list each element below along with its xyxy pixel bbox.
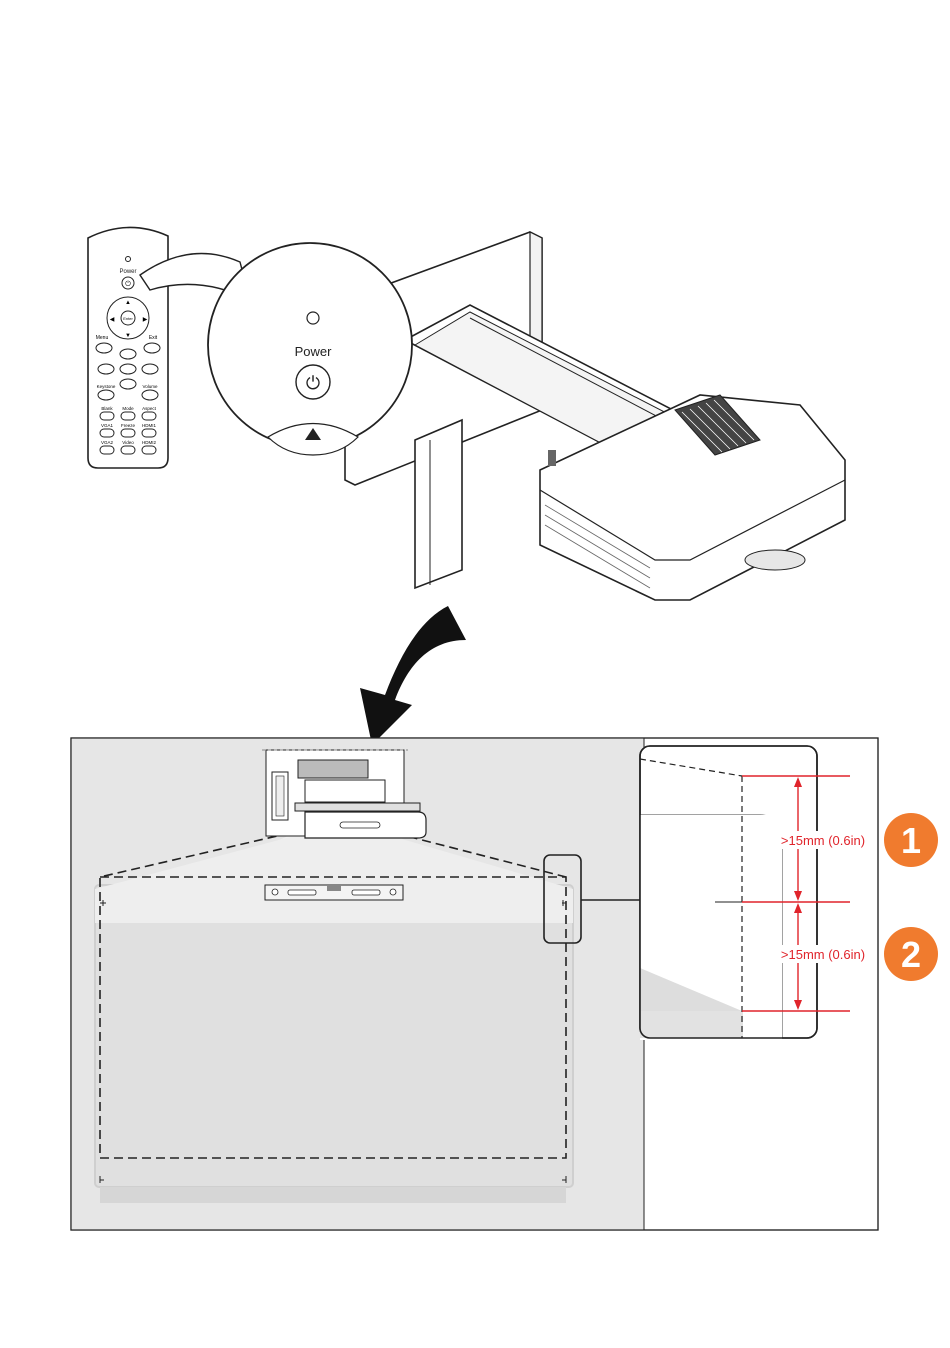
curved-arrow-icon: [360, 606, 466, 745]
arrow-down-icon: ▼: [125, 333, 131, 339]
whiteboard: [95, 885, 573, 1187]
remote-key-label: VGA2: [101, 440, 114, 445]
remote-key-label: Aspect: [142, 406, 157, 411]
remote-key-label: Blank: [101, 406, 113, 411]
remote-key-label: Freeze: [121, 423, 136, 428]
remote-key-label: VGA1: [101, 423, 114, 428]
remote-enter-label: Enter: [123, 316, 133, 321]
zoom-power-label: Power: [295, 344, 333, 359]
clearance-label-top: >15mm (0.6in): [781, 833, 865, 848]
power-zoom-callout: Power ⏻: [140, 243, 412, 455]
remote-menu-label: Menu: [96, 335, 109, 341]
clearance-label-bottom: >15mm (0.6in): [781, 947, 865, 962]
arrow-up-icon: ▲: [125, 300, 131, 306]
remote-keystone-label: Keystone: [97, 384, 116, 389]
arrow-left-icon: ◀: [110, 317, 115, 323]
remote-volume-label: Volume: [142, 384, 158, 389]
remote-key-label: Mode: [122, 406, 134, 411]
clearance-detail-view: [640, 746, 817, 1040]
arrow-right-icon: ▶: [143, 317, 148, 323]
power-icon: ⏻: [306, 373, 320, 393]
remote-exit-label: Exit: [149, 335, 158, 341]
remote-button-grid: Blank Mode Aspect VGA1 Freeze HDMI1 VGA2…: [100, 406, 157, 454]
step-number-1: 1: [901, 820, 921, 861]
remote-key-label: HDMI2: [142, 440, 156, 445]
remote-control: Power ⏻ Enter ▲ ▼ ◀ ▶ Menu Exit Keystone…: [88, 227, 168, 468]
remote-key-label: HDMI1: [142, 423, 156, 428]
wall-mount-illustration: [345, 232, 845, 600]
step-number-2: 2: [901, 934, 921, 975]
remote-key-label: Video: [122, 440, 134, 445]
power-icon: ⏻: [125, 280, 131, 288]
clearance-diagram: >15mm (0.6in) >15mm (0.6in) 1 2: [71, 738, 938, 1230]
remote-power-label: Power: [119, 269, 136, 275]
